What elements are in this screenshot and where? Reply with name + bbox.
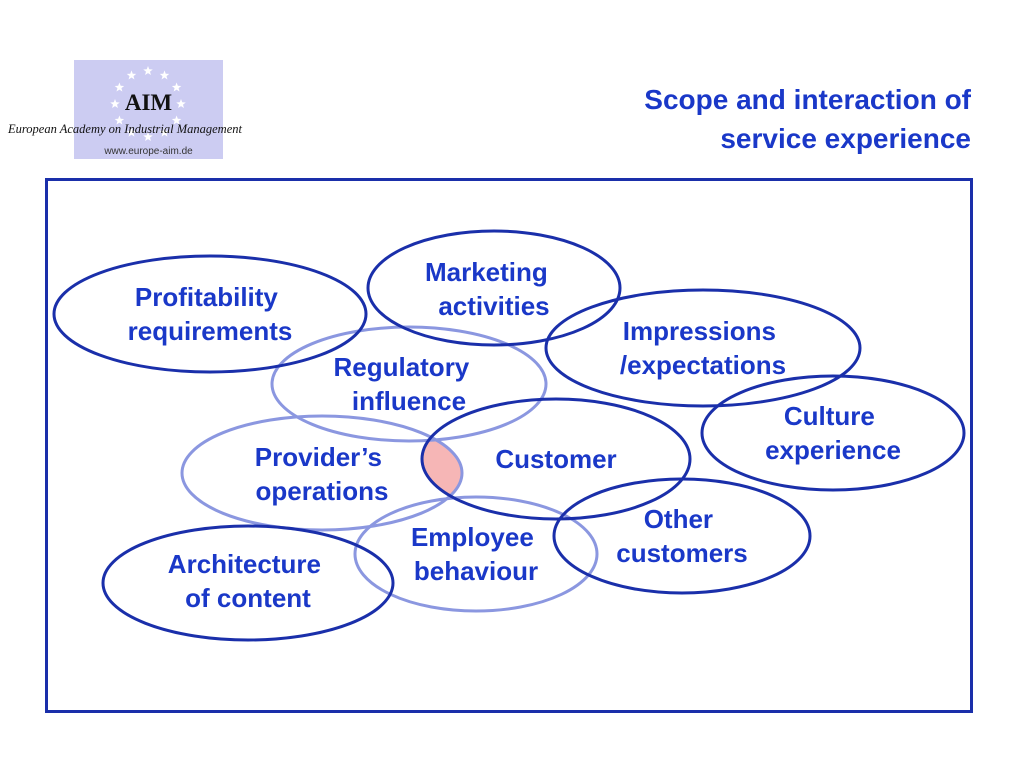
logo-star xyxy=(114,82,125,92)
label-regulatory: Regulatory influence xyxy=(333,352,476,416)
diagram-frame xyxy=(45,178,973,713)
logo-star xyxy=(159,127,170,137)
logo-star xyxy=(110,99,120,109)
label-regulatory-line-2: influence xyxy=(352,386,466,416)
label-marketing: Marketing activities xyxy=(425,257,555,321)
label-profitability: Profitability requirements xyxy=(128,282,293,346)
label-architecture-line-1: Architecture xyxy=(168,549,321,579)
label-provider: Provider’s operations xyxy=(255,442,389,506)
label-architecture-line-2: of content xyxy=(185,583,311,613)
label-other-customers-line-2: customers xyxy=(616,538,748,568)
logo-star xyxy=(171,82,182,92)
label-employee-line-2: behaviour xyxy=(414,556,538,586)
label-impressions-line-2: /expectations xyxy=(620,350,786,380)
label-culture-line-2: experience xyxy=(765,435,901,465)
bubble-regulatory[interactable] xyxy=(270,325,548,443)
logo-star xyxy=(176,99,186,109)
logo-subtitle: European Academy on Industrial Managemen… xyxy=(8,122,242,136)
logo-star xyxy=(171,115,182,125)
bubble-impressions[interactable] xyxy=(544,288,862,408)
bubble-culture[interactable] xyxy=(700,374,966,492)
label-provider-line-2: operations xyxy=(256,476,389,506)
bubble-profitability[interactable] xyxy=(52,254,368,374)
label-marketing-line-2: activities xyxy=(438,291,549,321)
bubble-architecture[interactable] xyxy=(101,524,395,642)
logo-star xyxy=(126,70,137,80)
label-architecture: Architecture of content xyxy=(168,549,328,613)
logo-star xyxy=(114,115,125,125)
label-employee-line-1: Employee xyxy=(411,522,534,552)
bubble-employee[interactable] xyxy=(353,495,599,613)
logo-url: www.europe-aim.de xyxy=(104,146,193,157)
label-customer: Customer xyxy=(495,444,616,474)
logo-star xyxy=(143,66,153,76)
label-culture-line-1: Culture xyxy=(784,401,875,431)
label-profitability-line-1: Profitability xyxy=(135,282,279,312)
label-customer-line-1: Customer xyxy=(495,444,616,474)
label-marketing-line-1: Marketing xyxy=(425,257,548,287)
bubble-marketing[interactable] xyxy=(366,229,622,347)
bubble-other-customers[interactable] xyxy=(552,477,812,595)
logo-title: AIM xyxy=(124,90,173,115)
label-culture: Culture experience xyxy=(765,401,901,465)
logo-star xyxy=(143,132,153,142)
label-provider-line-1: Provider’s xyxy=(255,442,382,472)
label-impressions-line-1: Impressions xyxy=(623,316,776,346)
label-regulatory-line-1: Regulatory xyxy=(333,352,469,382)
slide-title: Scope and interaction of service experie… xyxy=(491,80,971,158)
logo-star xyxy=(159,70,170,80)
label-employee: Employee behaviour xyxy=(411,522,541,586)
label-profitability-line-2: requirements xyxy=(128,316,293,346)
logo-box: AIM xyxy=(74,60,223,159)
bubble-customer[interactable] xyxy=(420,397,692,521)
slide-title-line-1: Scope and interaction of xyxy=(644,84,971,115)
label-other-customers-line-1: Other xyxy=(644,504,713,534)
label-impressions: Impressions /expectations xyxy=(620,316,786,380)
bubble-provider[interactable] xyxy=(180,414,464,532)
slide-title-line-2: service experience xyxy=(720,123,971,154)
logo-star xyxy=(126,127,137,137)
label-other-customers: Other customers xyxy=(616,504,748,568)
eu-stars-icon xyxy=(110,66,186,142)
